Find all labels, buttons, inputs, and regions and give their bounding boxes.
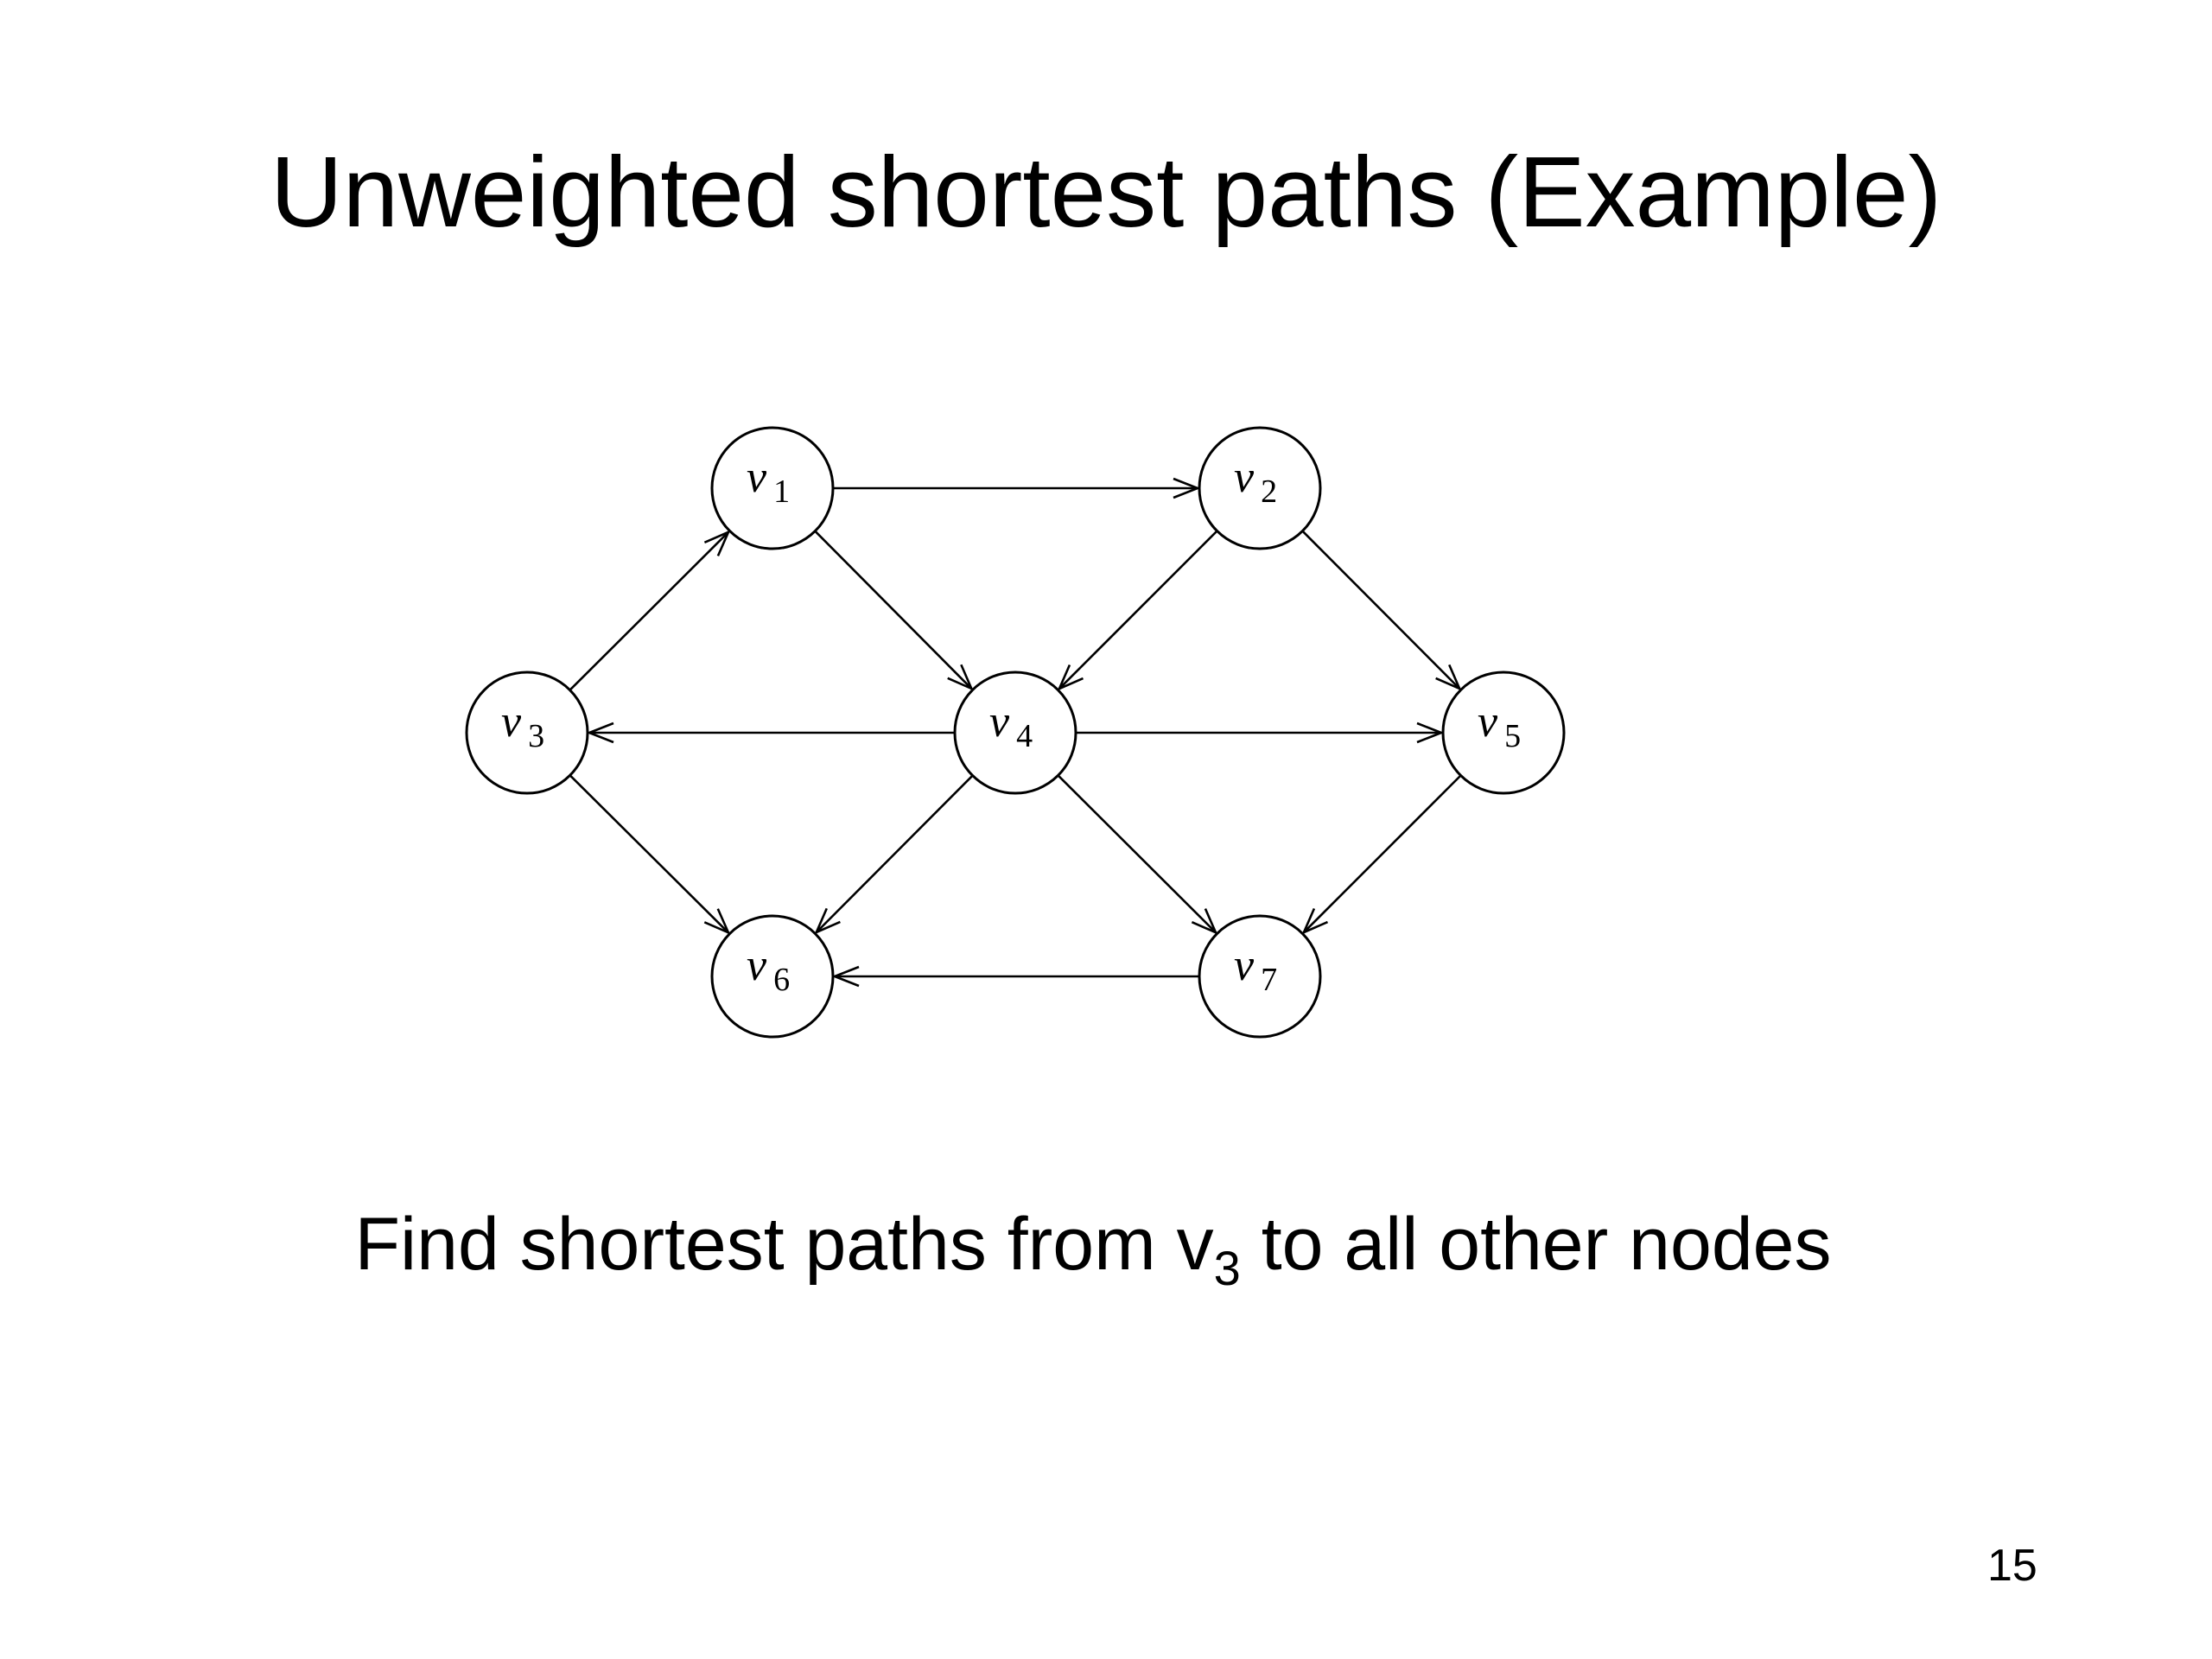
node-label-subscript: 3 bbox=[528, 718, 544, 754]
slide-title: Unweighted shortest paths (Example) bbox=[270, 136, 1942, 248]
node-label-subscript: 2 bbox=[1261, 474, 1277, 510]
arrowhead bbox=[814, 907, 841, 935]
arrowhead bbox=[703, 908, 731, 935]
caption-subscript: 3 bbox=[1213, 1241, 1241, 1295]
node-label-letter: v bbox=[989, 697, 1010, 747]
edge-v4-v5 bbox=[1076, 721, 1445, 744]
edge-v2-v5 bbox=[1301, 530, 1462, 691]
page-number: 15 bbox=[1987, 1541, 2037, 1591]
arrowhead bbox=[1057, 664, 1084, 691]
node-label-subscript: 4 bbox=[1016, 718, 1033, 754]
node-circle bbox=[710, 914, 835, 1039]
node-circle bbox=[1198, 426, 1322, 550]
edge-v4-v3 bbox=[586, 721, 955, 744]
node-label-letter: v bbox=[747, 941, 767, 990]
node-circle bbox=[1198, 914, 1322, 1039]
edge-line bbox=[569, 531, 729, 691]
node-label-subscript: 5 bbox=[1504, 718, 1521, 754]
slide-caption: Find shortest paths from v3 to all other… bbox=[0, 1197, 2186, 1295]
graph-edges bbox=[569, 477, 1462, 988]
edge-line bbox=[569, 774, 729, 934]
node-label-subscript: 1 bbox=[773, 474, 790, 510]
arrowhead bbox=[586, 721, 614, 744]
arrowhead bbox=[1301, 907, 1329, 935]
node-label-letter: v bbox=[1234, 941, 1255, 990]
arrowhead bbox=[1435, 664, 1462, 691]
node-circle bbox=[1441, 671, 1566, 795]
arrowhead bbox=[1191, 908, 1218, 935]
arrowhead bbox=[947, 664, 974, 691]
edge-v1-v4 bbox=[814, 530, 974, 691]
node-label-letter: v bbox=[1478, 697, 1498, 747]
edge-line bbox=[1302, 774, 1462, 934]
arrowhead bbox=[703, 530, 731, 556]
node-label-subscript: 6 bbox=[773, 962, 790, 998]
edge-v4-v7 bbox=[1057, 774, 1218, 935]
edge-v3-v6 bbox=[569, 774, 731, 935]
node-circle bbox=[710, 426, 835, 550]
node-label-letter: v bbox=[747, 453, 767, 502]
node-label-letter: v bbox=[501, 697, 522, 747]
edge-line bbox=[815, 774, 974, 933]
edge-line bbox=[814, 530, 973, 690]
edge-line bbox=[1301, 530, 1461, 690]
edge-v7-v6 bbox=[831, 965, 1199, 988]
node-label-letter: v bbox=[1234, 453, 1255, 502]
caption-text-end: to all other nodes bbox=[1240, 1203, 1832, 1286]
arrowhead bbox=[1173, 477, 1201, 499]
arrowhead bbox=[831, 965, 860, 988]
node-circle bbox=[953, 671, 1077, 795]
edge-line bbox=[1058, 530, 1218, 690]
edge-line bbox=[1057, 774, 1217, 934]
edge-v2-v4 bbox=[1057, 530, 1218, 691]
edge-v1-v2 bbox=[833, 477, 1201, 499]
edge-v3-v1 bbox=[569, 530, 731, 691]
edge-v4-v6 bbox=[814, 774, 974, 935]
caption-text-start: Find shortest paths from v bbox=[354, 1203, 1214, 1286]
node-label-subscript: 7 bbox=[1261, 962, 1277, 998]
arrowhead bbox=[1416, 721, 1445, 744]
edge-v5-v7 bbox=[1301, 774, 1462, 935]
node-circle bbox=[465, 671, 589, 795]
